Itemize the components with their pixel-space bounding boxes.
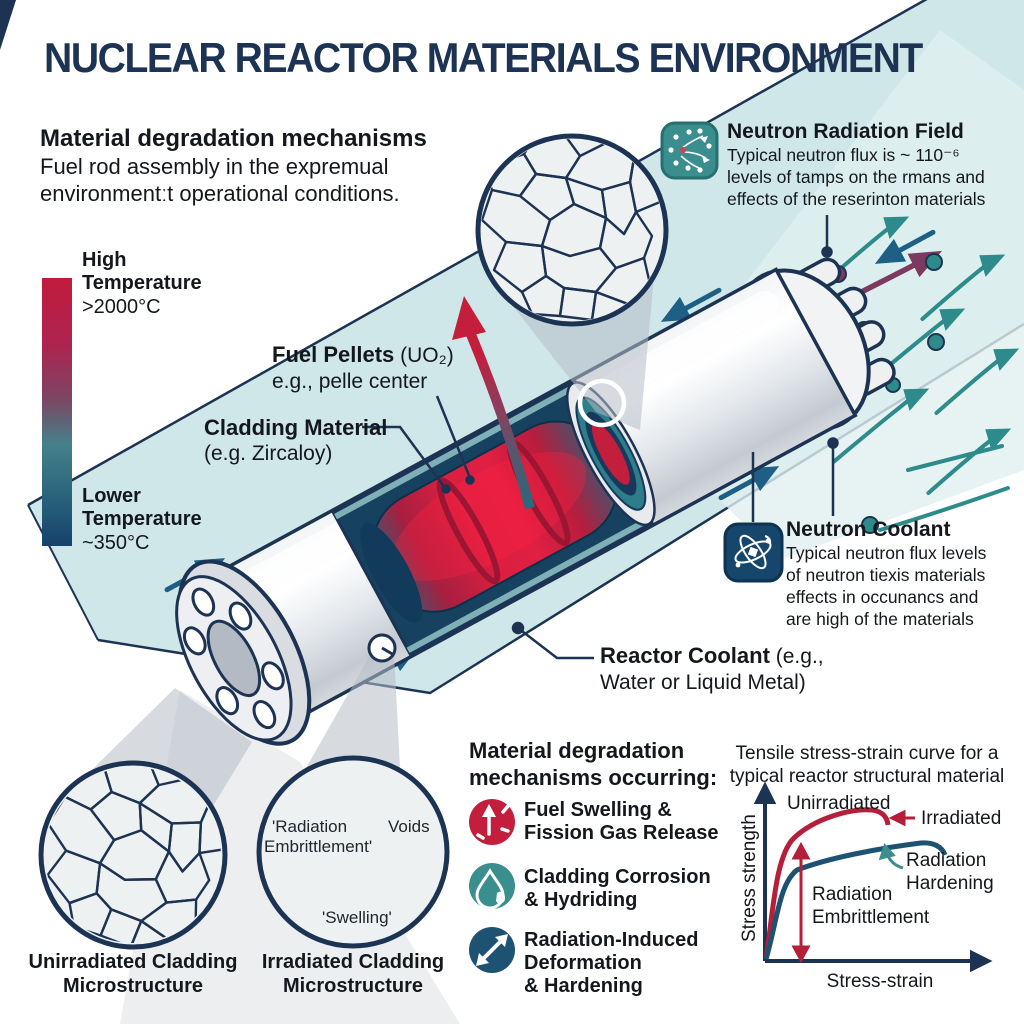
reactor-coolant-label: Reactor Coolant (e.g., Water or Liquid M… [600,643,824,694]
neutron-scatter-icon [660,121,719,180]
irradiated-curve [763,840,948,960]
rod-cutaway [331,378,656,657]
unirradiated-caption: Unirradiated Cladding Microstructure [28,951,238,997]
neutron-field-block: Neutron Radiation Field Typical neutron … [727,120,986,209]
mechanism-item: Radiation-Induced Deformation & Hardenin… [524,929,699,997]
intro-heading: Material degradation mechanisms [40,125,427,152]
mechanism-item: Cladding Corrosion & Hydriding [524,866,711,911]
magnifier-ring-bottom [367,633,397,663]
intro-block: Material degradation mechanisms Fuel rod… [40,125,427,206]
radiation-embrittlement-annotation: 'Radiation [272,817,348,836]
unirradiated-label: Unirradiated [787,793,891,814]
mechanisms-heading: Material degradation mechanisms occurrin… [469,738,718,790]
cladding-label: Cladding Material (e.g. Zircaloy) [204,415,388,465]
flange-center-hole [206,619,262,697]
page-title: NUCLEAR REACTOR MATERIALS ENVIRONMENT [44,34,923,81]
stress-strain-chart [753,781,993,973]
atom-icon [723,522,784,583]
hardening-pointer-arrow [878,843,904,870]
unirradiated-micrograph [38,760,228,950]
deformation-arrows-icon [469,927,515,973]
swelling-annotation: 'Swelling' [322,908,392,927]
temperature-scale-bar [42,278,72,546]
radiation-hardening-label: Radiation Hardening [906,850,994,894]
pellet-divider [436,477,501,585]
chart-xlabel: Stress-strain [826,971,934,992]
magnifier-ring-top [577,378,627,428]
fuel-pellets-label: Fuel Pellets (UO₂) e.g., pelle center [272,342,454,393]
embrittlement-arrow [791,841,811,964]
neutron-field-heading: Neutron Radiation Field [727,120,964,143]
radiation-embrittlement-label: Radiation Embrittlement [812,884,930,928]
fuel-swelling-icon [469,799,515,845]
irradiated-pointer-arrow [888,809,915,827]
chart-ylabel: Stress strength [739,814,760,942]
irradiated-caption: Irradiated Cladding Microstructure [261,951,445,997]
chart-title: Tensile stress-strain curve for a typica… [729,743,1005,787]
corner-mark-left [0,0,16,50]
neutron-coolant-block: Neutron Coolant Typical neutron flux lev… [786,518,987,629]
grain-magnifier-circle [475,133,669,327]
temperature-arrow [452,296,535,510]
droplet-icon [469,863,515,910]
low-temperature-label: Lower Temperature ~350°C [82,485,202,554]
pointer-lines [362,215,839,660]
mechanism-item: Fuel Swelling & Fission Gas Release [524,799,719,844]
neutron-coolant-heading: Neutron Coolant [786,518,951,541]
high-temperature-label: High Temperature >2000°C [82,249,202,318]
irradiated-micrograph [256,755,450,949]
voids-annotation: Voids [388,817,430,836]
unirradiated-curve [763,807,891,960]
irradiated-label: Irradiated [921,808,1002,829]
rod-flange [175,559,312,746]
